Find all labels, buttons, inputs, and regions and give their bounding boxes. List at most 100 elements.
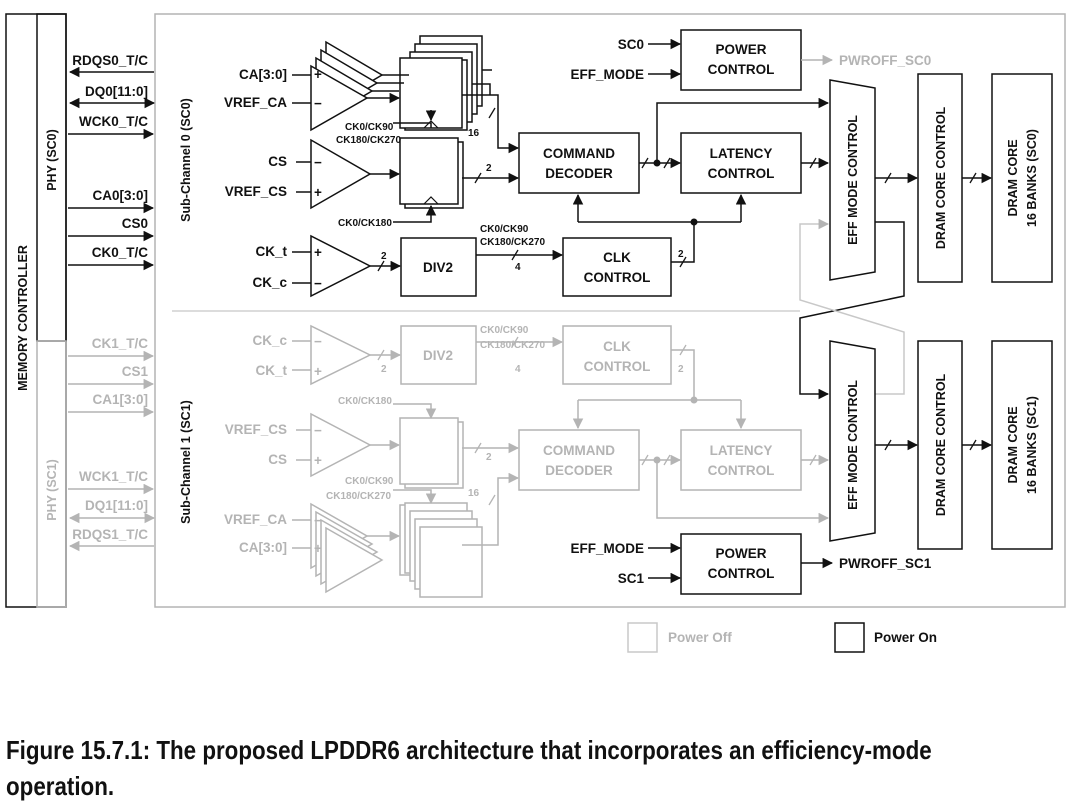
minus-ca-sc0: − [314, 96, 322, 111]
input-vref-ca-sc0: VREF_CA [224, 95, 287, 110]
block-power-control-sc1-2: CONTROL [708, 566, 775, 581]
input-vref-ca-sc1: VREF_CA [224, 512, 287, 527]
dram-core-sc0 [991, 73, 1053, 283]
block-clk-control-sc1-1: CLK [603, 339, 631, 354]
width-16-sc0: 16 [468, 128, 480, 139]
power-input-eff-mode-sc1: EFF_MODE [570, 541, 644, 556]
plus-ca-sc0: + [314, 67, 322, 82]
input-ck-c-sc1: CK_c [252, 333, 287, 348]
eff-mode-control-sc1 [829, 340, 876, 542]
width-4-sc1: 4 [515, 364, 521, 375]
dram-core-control-sc1 [917, 340, 963, 550]
minus-ca-sc1: − [314, 513, 322, 528]
block-latency-control-sc0-1: LATENCY [710, 146, 773, 161]
legend-power-off-swatch [627, 622, 658, 653]
dram-core-control-sc0-label: DRAM CORE CONTROL [934, 106, 948, 249]
dram-core-sc0-label-1: DRAM CORE [1006, 139, 1020, 216]
pwroff-sc0-label: PWROFF_SC0 [839, 53, 931, 68]
input-ck-t-sc1: CK_t [255, 363, 287, 378]
dram-core-control-sc1-label: DRAM CORE CONTROL [934, 373, 948, 516]
signal-ca0: CA0[3:0] [92, 188, 148, 203]
signal-rdqs0: RDQS0_T/C [72, 53, 148, 68]
plus-cs-sc0: − [314, 155, 322, 170]
junction-dots [653, 159, 698, 226]
clock-ck0-ck90-sc1: CK0/CK90 [345, 476, 394, 487]
power-sc1-wires [648, 542, 834, 584]
sub-channel-1-circuit [310, 324, 802, 598]
legend-power-on-swatch [834, 622, 865, 653]
signal-dq1: DQ1[11:0] [85, 498, 148, 513]
power-input-eff-mode-sc0: EFF_MODE [570, 67, 644, 82]
dram-core-control-sc0 [917, 73, 963, 283]
plus-ck-sc0: + [314, 245, 322, 260]
clock-ck0-ck90-sc0: CK0/CK90 [345, 122, 394, 133]
sub-channel-1-dots [653, 396, 698, 464]
block-latency-control-sc1-2: CONTROL [708, 463, 775, 478]
dram-core-sc0-label-2: 16 BANKS (SC0) [1025, 129, 1039, 227]
signal-wck0: WCK0_T/C [79, 114, 148, 129]
block-div2-sc1: DIV2 [423, 348, 453, 363]
block-power-control-sc0-1: POWER [715, 42, 766, 57]
clock-ck0-ck180-sc0: CK0/CK180 [338, 218, 392, 229]
pwroff-sc1-label: PWROFF_SC1 [839, 556, 932, 571]
power-input-sc0: SC0 [618, 37, 644, 52]
sub-channel-1-slashes [377, 336, 817, 506]
power-control-sc1 [680, 533, 802, 595]
block-clk-control-sc0-1: CLK [603, 250, 631, 265]
width-2-cs-sc1: 2 [486, 452, 492, 463]
width-2-clk-sc1: 2 [678, 364, 684, 375]
minus-cs-sc1: − [314, 423, 322, 438]
minus-ck-sc1: − [314, 334, 322, 349]
input-ca-sc1: CA[3:0] [239, 540, 287, 555]
signal-dq0: DQ0[11:0] [85, 84, 148, 99]
signal-rdqs1: RDQS1_T/C [72, 527, 148, 542]
block-clk-control-sc1-2: CONTROL [584, 359, 651, 374]
sc1-core-slashes [884, 439, 977, 451]
sub-channel-0-circuit [310, 29, 802, 298]
phy-sc0-label: PHY (SC0) [45, 129, 59, 191]
block-latency-control-sc1-1: LATENCY [710, 443, 773, 458]
power-input-sc1: SC1 [618, 571, 645, 586]
signal-cs0: CS0 [122, 216, 148, 231]
legend-power-on-label: Power On [874, 630, 937, 645]
plus-cs-sc1: + [314, 453, 322, 468]
legend-power-off-label: Power Off [668, 630, 732, 645]
block-command-decoder-sc0-1: COMMAND [543, 146, 615, 161]
signal-wck1: WCK1_T/C [79, 469, 148, 484]
input-ca-sc0: CA[3:0] [239, 67, 287, 82]
width-2-ck-sc1: 2 [381, 364, 387, 375]
signal-cs1: CS1 [122, 364, 149, 379]
minus-cs-sc0: + [314, 185, 322, 200]
block-div2-sc0: DIV2 [423, 260, 453, 275]
phy-sc1-signals [68, 350, 156, 552]
phy-sc0-signals [68, 66, 156, 271]
block-power-control-sc1-1: POWER [715, 546, 766, 561]
block-command-decoder-sc1-1: COMMAND [543, 443, 615, 458]
eff-mode-control-sc0-label: EFF MODE CONTROL [846, 115, 860, 245]
sub-channel-0-wires [292, 38, 993, 284]
input-ck-c-sc0: CK_c [252, 275, 287, 290]
plus-ca-sc1: + [314, 541, 322, 556]
dram-core-sc1-label-1: DRAM CORE [1006, 406, 1020, 483]
clock-div-ck0-ck90-sc1: CK0/CK90 [480, 325, 529, 336]
width-2-cs-sc0: 2 [486, 163, 492, 174]
dram-core-sc1 [991, 340, 1053, 550]
width-2-ck-sc0: 2 [381, 251, 387, 262]
clock-ck180-ck270-sc1: CK180/CK270 [326, 491, 391, 502]
input-ck-t-sc0: CK_t [255, 244, 287, 259]
phy-sc1-box [36, 340, 67, 608]
block-latency-control-sc0-2: CONTROL [708, 166, 775, 181]
clock-div-ck0-ck90-sc0: CK0/CK90 [480, 224, 529, 235]
width-2-clk-sc0: 2 [678, 249, 684, 260]
width-16-sc1: 16 [468, 488, 480, 499]
clock-ck180-ck270-sc0: CK180/CK270 [336, 135, 401, 146]
block-command-decoder-sc0-2: DECODER [545, 166, 613, 181]
sub-channel-1-label: Sub-Channel 1 (SC1) [179, 400, 193, 524]
memory-controller-label: MEMORY CONTROLLER [16, 245, 30, 391]
clock-div-ck180-ck270-sc1: CK180/CK270 [480, 340, 545, 351]
dram-die-box [154, 13, 1066, 608]
input-cs-sc0: CS [268, 154, 287, 169]
eff-mode-cross-links [799, 218, 905, 400]
block-command-decoder-sc1-2: DECODER [545, 463, 613, 478]
